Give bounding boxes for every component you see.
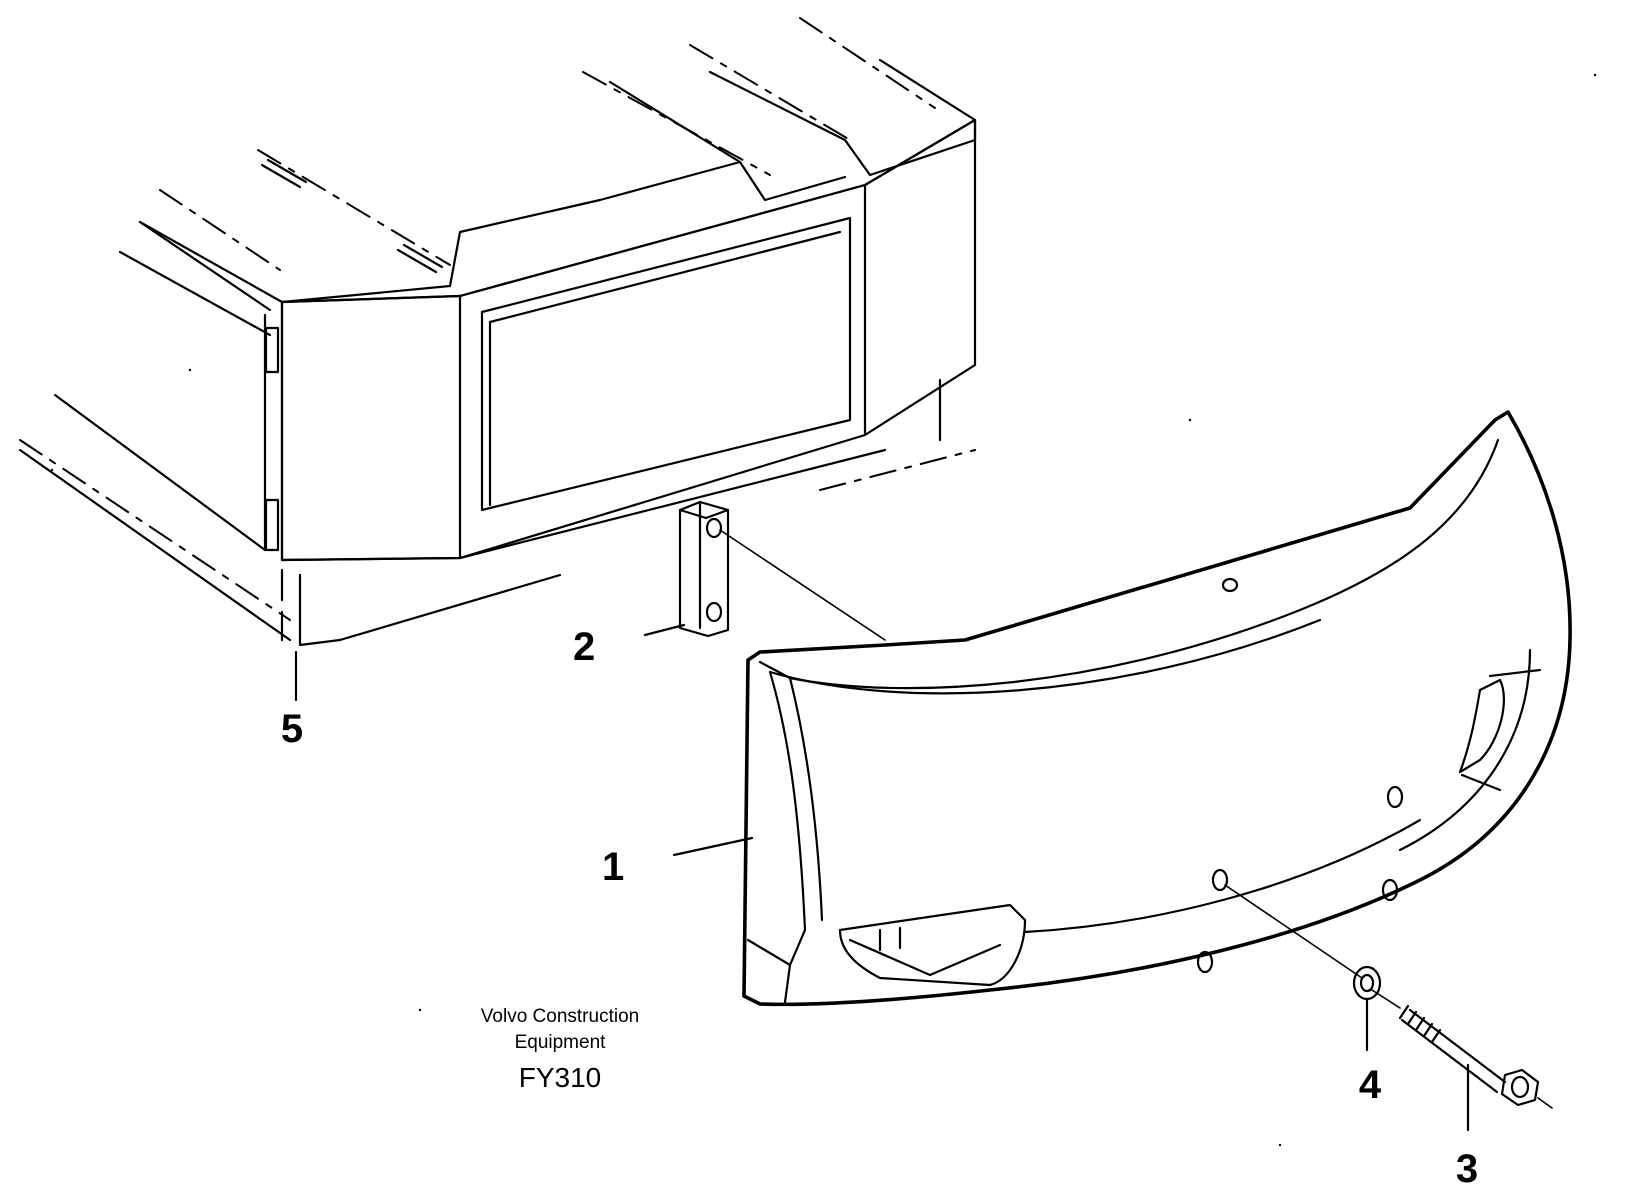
roof-dash-line-1 bbox=[799, 17, 936, 109]
counterweight-outline bbox=[742, 410, 1572, 1007]
roof-panel-left bbox=[138, 160, 847, 304]
bolt-hole-mid-right bbox=[1386, 785, 1404, 809]
body-lower-edge bbox=[280, 448, 887, 647]
callout-number-1: 1 bbox=[602, 845, 624, 889]
body-front-right-face bbox=[458, 183, 867, 560]
lifting-pocket-right-outer bbox=[1460, 668, 1542, 792]
bolt-hole-center bbox=[1211, 868, 1229, 892]
leader-2 bbox=[643, 623, 686, 637]
part-2-bracket bbox=[678, 500, 886, 641]
callout-number-2: 2 bbox=[573, 625, 595, 669]
callout-number-4: 4 bbox=[1359, 1063, 1382, 1107]
part-3-bolt bbox=[1371, 989, 1553, 1109]
machine-rear-body bbox=[18, 17, 977, 647]
roof-slot-2 bbox=[396, 243, 444, 274]
scan-specks bbox=[50, 73, 1597, 1147]
caption-line-2: Equipment bbox=[515, 1032, 607, 1053]
counterweight-top-edge-2 bbox=[768, 618, 1322, 695]
washer-inner bbox=[1359, 973, 1375, 993]
leader-1 bbox=[672, 836, 754, 857]
bracket-side bbox=[678, 500, 730, 630]
roof-ridge bbox=[608, 58, 977, 177]
bracket-hole-upper bbox=[705, 517, 723, 539]
callout-number-5: 5 bbox=[281, 707, 303, 751]
bracket-hole-lower bbox=[705, 601, 723, 623]
hinge-lower bbox=[264, 498, 280, 552]
washer-axis-line bbox=[1224, 884, 1363, 979]
body-front-face bbox=[280, 294, 462, 562]
callout-number-3: 3 bbox=[1456, 1147, 1478, 1191]
bolt-hole-bottom bbox=[1196, 950, 1214, 974]
callout-leaders bbox=[294, 623, 1470, 1132]
washer-outer bbox=[1352, 965, 1382, 1001]
lifting-pocket-left-inner bbox=[848, 926, 1002, 977]
counterweight-top-edge bbox=[758, 438, 1500, 690]
body-right-side bbox=[863, 118, 977, 442]
bracket-leader-to-counterweight bbox=[719, 529, 886, 641]
bolt-axis-line bbox=[1371, 989, 1553, 1109]
bolt-shank bbox=[1400, 1008, 1507, 1094]
bolt-hole-top bbox=[1221, 577, 1239, 593]
front-recess-panel-inner bbox=[488, 230, 842, 507]
roof-dash-line-4 bbox=[257, 149, 451, 266]
front-recess-panel-outer bbox=[480, 216, 852, 512]
roof-dash-line-5 bbox=[159, 189, 281, 271]
counterweight-left-lower-notch bbox=[746, 928, 807, 1004]
body-side-left bbox=[53, 220, 272, 552]
bolt-thread bbox=[1398, 1004, 1442, 1044]
bolt-head-face bbox=[1510, 1075, 1530, 1099]
roof-slot-1 bbox=[260, 158, 308, 189]
counterweight-right-inner-edge bbox=[1398, 648, 1532, 852]
manufacturer-caption: Volvo Construction Equipment FY310 bbox=[481, 1006, 639, 1093]
caption-line-1: Volvo Construction bbox=[481, 1006, 639, 1027]
bolt-hole-lower-right bbox=[1381, 878, 1399, 902]
caption-figure-code: FY310 bbox=[519, 1062, 602, 1093]
roof-dash-line-2 bbox=[689, 44, 851, 141]
part-1-counterweight bbox=[742, 410, 1572, 1007]
lifting-pocket-right bbox=[1458, 678, 1505, 774]
callout-numbers: 1 2 3 4 5 bbox=[281, 625, 1478, 1191]
counterweight-bottom-line bbox=[1023, 818, 1422, 934]
side-dash-line bbox=[19, 439, 291, 621]
counterweight-left-face bbox=[768, 670, 824, 932]
body-bottom-left bbox=[18, 448, 292, 642]
bottom-dash-line bbox=[819, 449, 976, 491]
bolt-head bbox=[1500, 1068, 1540, 1107]
body-corner-edge bbox=[263, 300, 284, 562]
hinge-upper bbox=[264, 326, 280, 374]
